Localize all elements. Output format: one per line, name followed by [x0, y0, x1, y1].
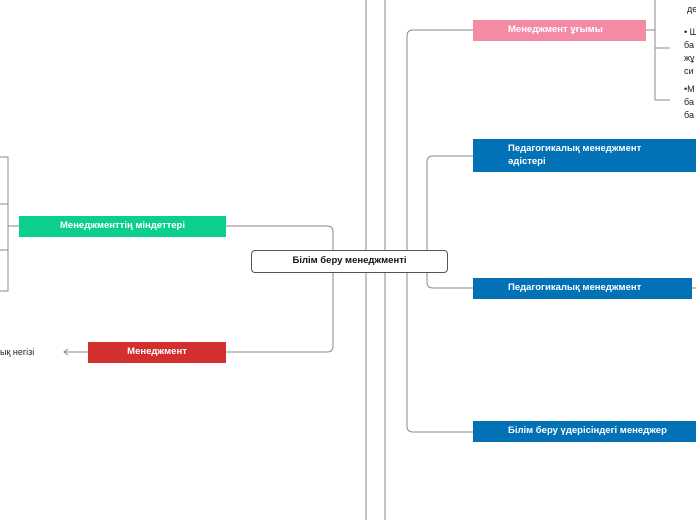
node-pedagogical-methods[interactable]: Педагогикалық менеджмент әдістері [473, 139, 696, 172]
link-process [406, 261, 473, 433]
root-node[interactable]: Білім беру менеджменті [251, 250, 448, 273]
link-ped [426, 261, 473, 289]
link-tasks [226, 225, 334, 262]
node-education-manager[interactable]: Білім беру үдерісіндегі менеджер [473, 421, 696, 442]
right-fragment-2: • Ш ба жұ си [684, 26, 696, 78]
node-management-tasks-label: Менеджменттің міндеттері [60, 220, 185, 232]
arrow-management-fragment [63, 348, 69, 356]
right-fragment-3-line: ба [684, 97, 694, 108]
right-fragment-2-line: • Ш [684, 27, 696, 37]
right-fragment-2-line: си [684, 66, 694, 77]
node-management-concept[interactable]: Менеджмент ұғымы [473, 20, 646, 41]
node-pedagogical-methods-label: Педагогикалық менеджмент әдістері [508, 142, 642, 167]
left-bracket [0, 156, 9, 292]
link-methods [426, 155, 473, 261]
right-fragment-1-line: де [687, 4, 696, 14]
node-education-manager-label: Білім беру үдерісіндегі менеджер [508, 425, 667, 437]
right-fragment-3: •М ба ба [684, 83, 695, 122]
node-management-tasks[interactable]: Менеджменттің міндеттері [19, 216, 226, 237]
right-fragment-3-line: ба [684, 110, 694, 121]
right-fragment-2-line: ба [684, 40, 694, 51]
root-node-label: Білім беру менеджменті [292, 255, 407, 267]
right-fragment-3-line: •М [684, 84, 695, 94]
link-concept [406, 29, 473, 262]
node-pedagogical-management-label: Педагогикалық менеджмент [508, 282, 642, 294]
left-fragment-text: ық негізі [0, 347, 35, 357]
node-management-concept-label: Менеджмент ұғымы [508, 24, 603, 36]
right-fragment-1: де [687, 3, 696, 16]
node-pedagogical-management[interactable]: Педагогикалық менеджмент [473, 278, 692, 299]
link-concept-fragments [646, 0, 670, 101]
link-management [226, 260, 334, 353]
node-management[interactable]: Менеджмент [88, 342, 226, 363]
node-management-label: Менеджмент [127, 346, 187, 358]
right-fragment-2-line: жұ [684, 53, 695, 64]
